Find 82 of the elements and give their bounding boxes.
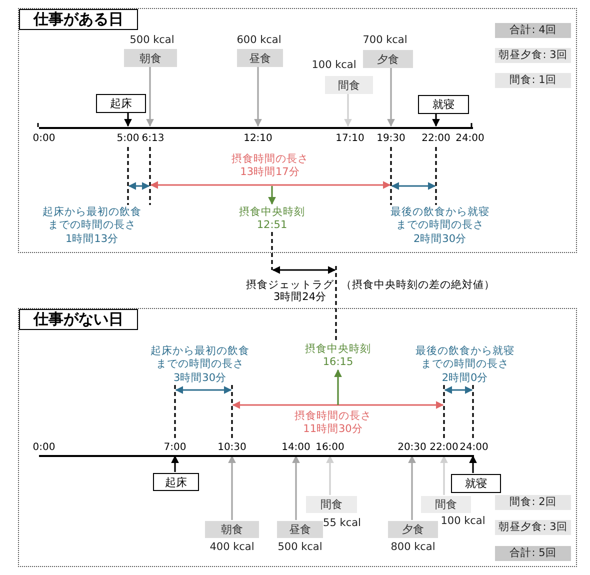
- calorie-text: 100 kcal: [440, 515, 486, 528]
- annotation-value: 16:15: [322, 356, 354, 369]
- event-box: 起床: [153, 473, 199, 491]
- annotation-value: 13時間17分: [240, 166, 300, 179]
- event-box: 起床: [96, 94, 146, 113]
- calorie-text: 100 kcal: [312, 59, 356, 72]
- calorie-text: 55 kcal: [323, 517, 361, 530]
- arrow: [171, 455, 179, 472]
- arrow: [254, 66, 262, 127]
- calorie-text: 500 kcal: [130, 34, 174, 47]
- annotation-value: 12:51: [256, 219, 288, 232]
- tick-label: 22:00: [430, 441, 458, 454]
- note-text: （摂食中央時刻の差の絶対値）: [341, 279, 495, 292]
- arrow: [228, 455, 236, 520]
- annotation-text: 摂食中央時刻: [239, 206, 305, 219]
- snack-box: 間食: [325, 76, 373, 94]
- tick-label: 19:30: [376, 132, 406, 145]
- snack-box: 間食: [421, 496, 471, 513]
- annotation-text: 最後の飲食から就寝までの時間の長さ: [415, 345, 515, 371]
- arrow: [440, 455, 448, 495]
- meal-box: 昼食: [237, 49, 283, 67]
- calorie-text: 500 kcal: [278, 541, 322, 554]
- tick-label: 22:00: [422, 132, 450, 145]
- tick-label: 16:00: [316, 441, 344, 454]
- arrow: [469, 455, 477, 473]
- tick-label: 7:00: [164, 441, 186, 454]
- meal-box: 夕食: [388, 521, 438, 538]
- tick-label: 10:30: [218, 441, 246, 454]
- tick-label: 20:30: [398, 441, 426, 454]
- count-box: 間食: 1回: [495, 73, 571, 88]
- tick-label: 14:00: [282, 441, 310, 454]
- event-box: 就寝: [418, 95, 469, 114]
- arrow: [432, 113, 440, 127]
- tick-label: 5:00: [116, 132, 140, 145]
- annotation-text: 摂食中央時刻: [305, 343, 371, 356]
- annotation-value: 3時間30分: [173, 372, 227, 385]
- annotation-value: 3時間24分: [273, 291, 327, 304]
- meal-box: 夕食: [363, 50, 413, 68]
- arrow: [326, 455, 334, 495]
- meal-box: 昼食: [277, 521, 323, 538]
- tick-label: 24:00: [460, 441, 488, 454]
- panel-heading: 仕事がある日: [19, 9, 138, 30]
- arrow: [124, 112, 132, 127]
- tick-label: 0:00: [32, 132, 56, 145]
- arrow: [408, 455, 416, 520]
- calorie-text: 800 kcal: [390, 541, 436, 554]
- total-count-box: 合計: 4回: [495, 23, 571, 38]
- annotation-value: 2時間0分: [442, 372, 488, 385]
- annotation-value: 2時間30分: [413, 233, 467, 246]
- tick-label: 6:13: [142, 132, 164, 145]
- snack-box: 間食: [306, 496, 357, 513]
- tick-label: 0:00: [32, 441, 56, 454]
- annotation-text: 起床から最初の飲食までの時間の長さ: [150, 345, 250, 371]
- meal-box: 朝食: [124, 49, 177, 67]
- tick-label: 17:10: [336, 132, 364, 145]
- tick-label: 12:10: [244, 132, 272, 145]
- tick-label: 24:00: [456, 132, 484, 145]
- annotation-text: 最後の飲食から就寝までの時間の長さ: [390, 206, 490, 232]
- annotation-text: 摂食時間の長さ: [294, 410, 372, 423]
- arrow: [344, 93, 352, 127]
- timeline-axis: [39, 455, 474, 457]
- dotted-panel: [18, 8, 577, 253]
- count-box: 間食: 2回: [495, 495, 571, 510]
- arrow: [387, 67, 395, 127]
- annotation-text: 摂食ジェットラグ: [246, 279, 334, 291]
- calorie-text: 600 kcal: [236, 34, 282, 47]
- calorie-text: 400 kcal: [210, 541, 254, 554]
- count-box: 朝昼夕食: 3回: [495, 520, 571, 535]
- dotted-panel: [18, 308, 577, 567]
- panel-heading: 仕事がない日: [19, 309, 138, 330]
- annotation-value: 11時間30分: [303, 423, 363, 436]
- calorie-text: 700 kcal: [362, 34, 408, 47]
- annotation-text: 起床から最初の飲食までの時間の長さ: [42, 206, 142, 232]
- event-box: 就寝: [451, 474, 501, 493]
- annotation-value: 1時間13分: [65, 233, 119, 246]
- arrow: [292, 455, 300, 520]
- count-box: 朝昼夕食: 3回: [495, 48, 571, 63]
- timeline-axis: [39, 127, 473, 129]
- annotation-text: 摂食時間の長さ: [232, 153, 308, 166]
- meal-box: 朝食: [205, 521, 259, 538]
- arrow: [146, 66, 154, 127]
- total-count-box: 合計: 5回: [495, 546, 571, 561]
